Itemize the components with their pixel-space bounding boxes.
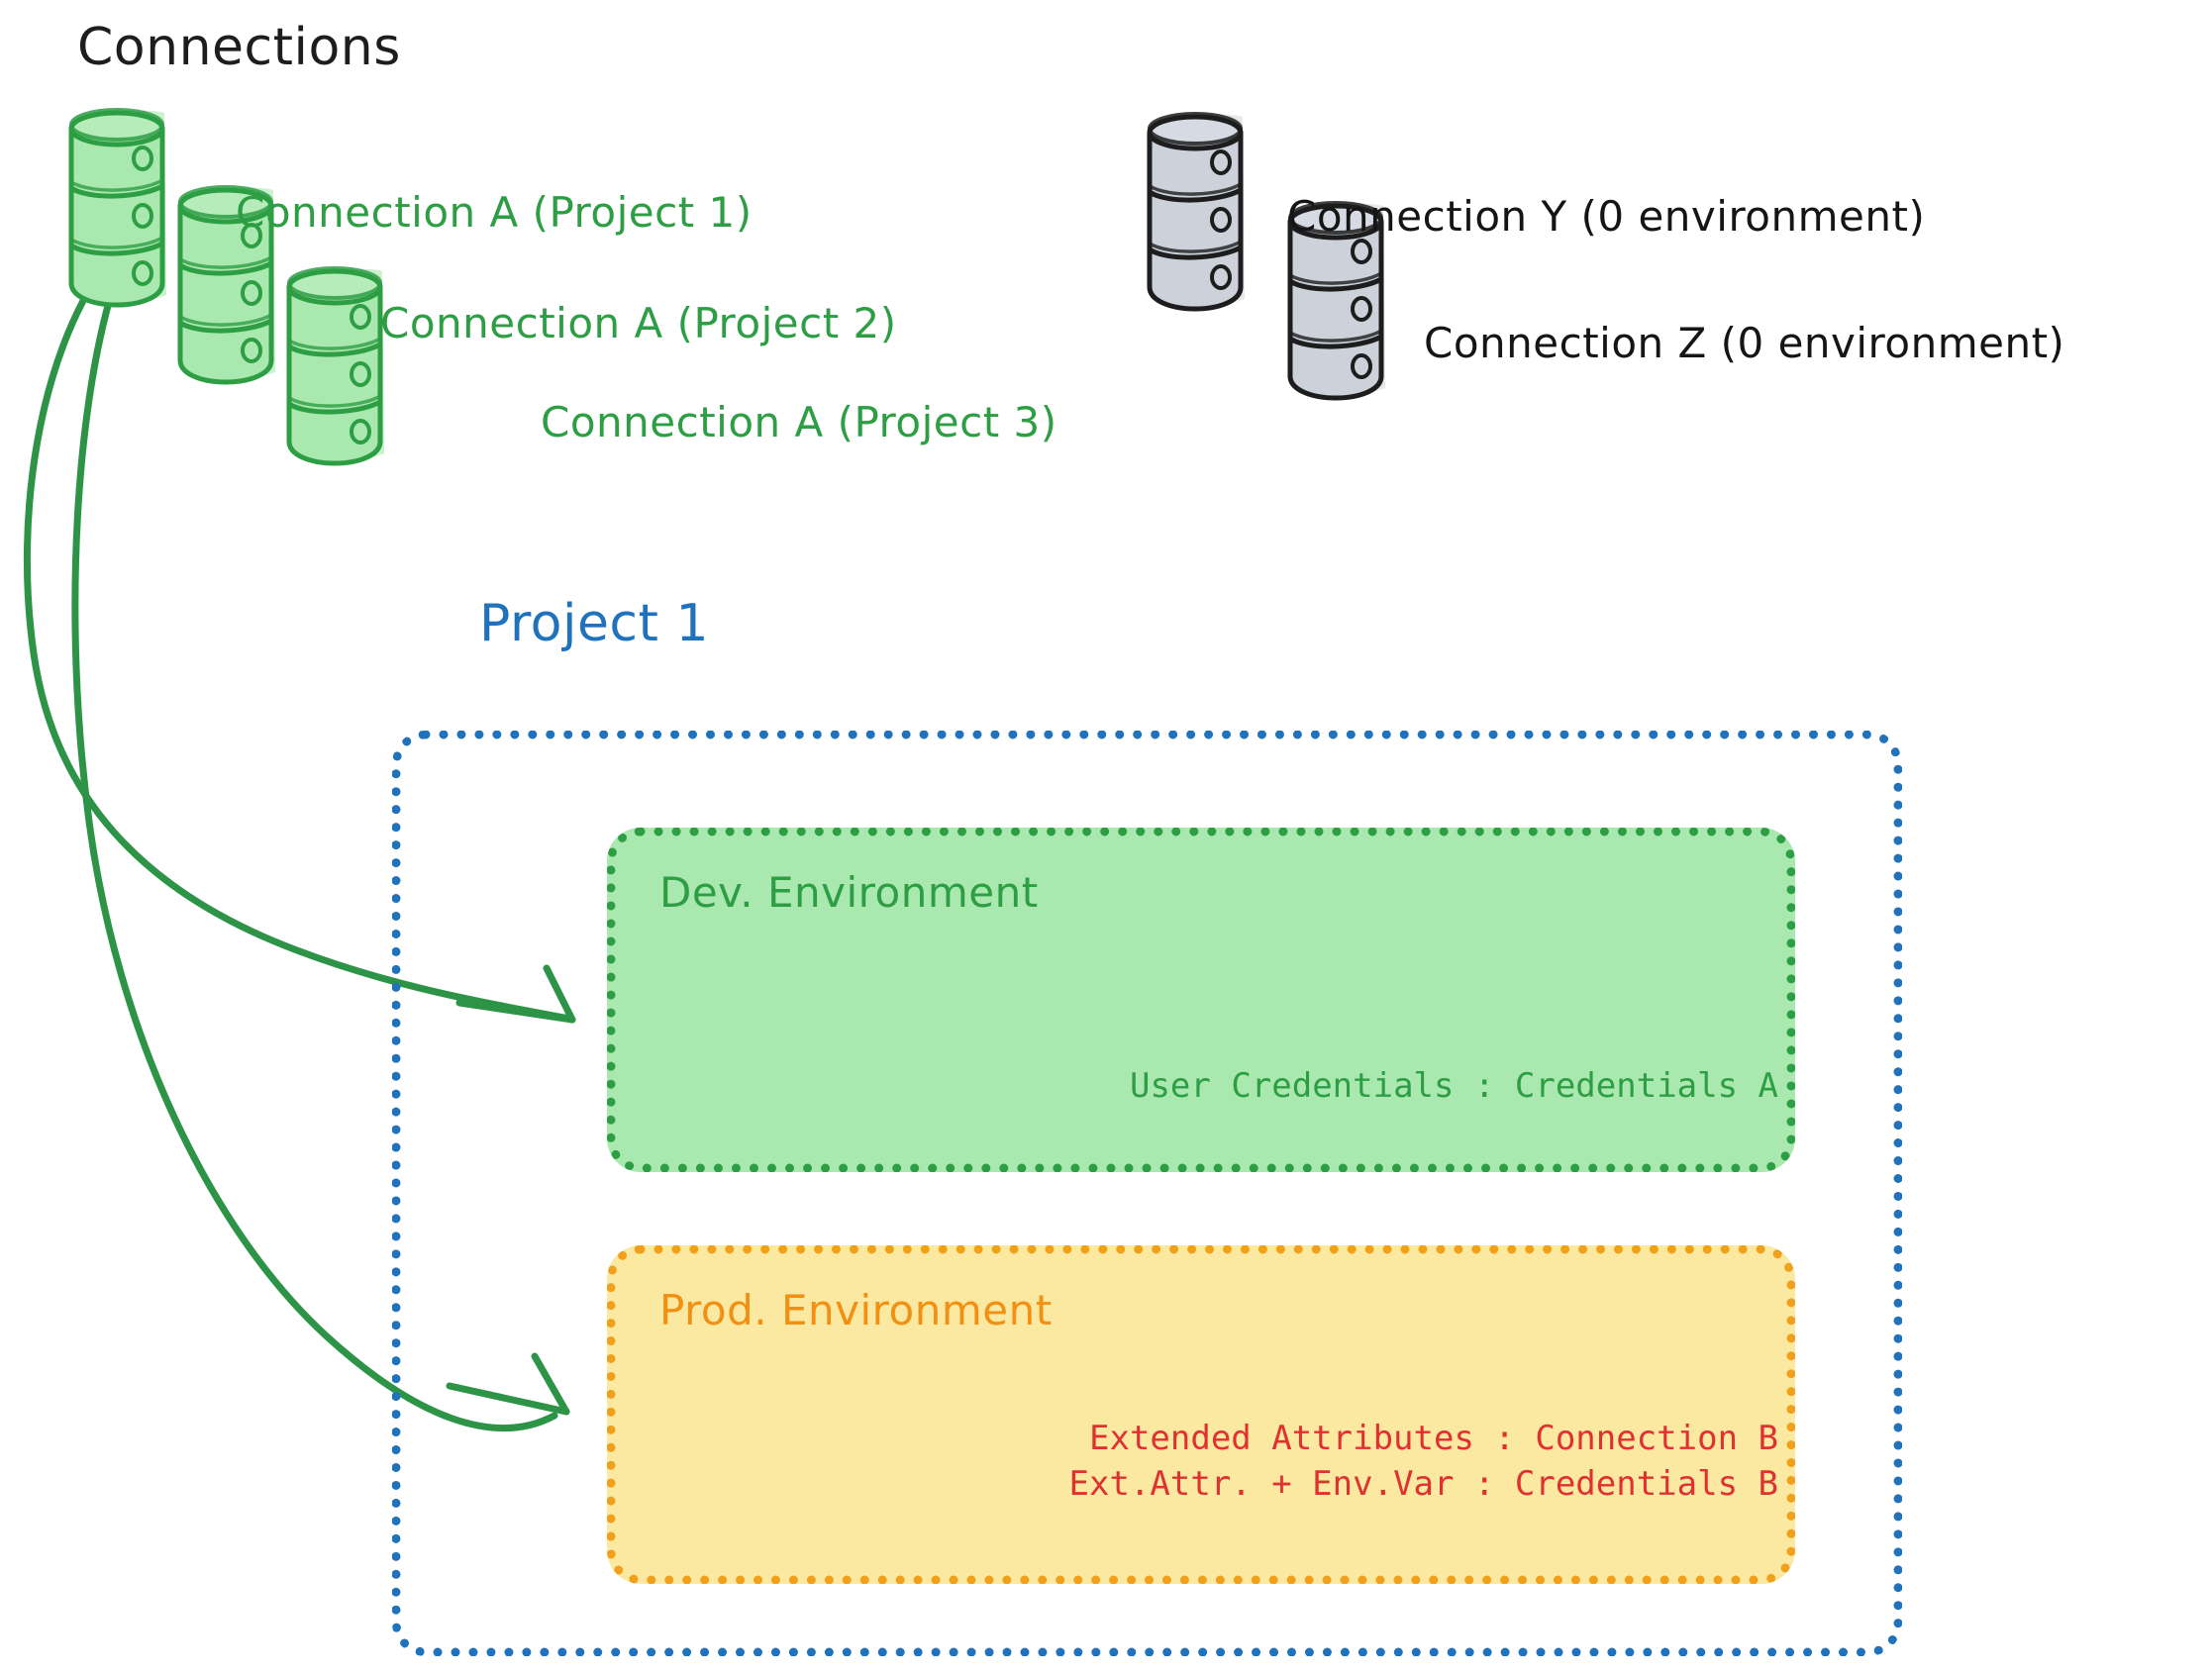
database-icon-connection-a-project-3 xyxy=(286,266,384,466)
project-title: Project 1 xyxy=(479,594,710,653)
dev-environment-box[interactable]: Dev. Environment User Credentials : Cred… xyxy=(607,828,1795,1172)
prod-environment-box[interactable]: Prod. Environment Extended Attributes : … xyxy=(607,1245,1795,1584)
prod-environment-title: Prod. Environment xyxy=(659,1286,1053,1334)
connection-label-y: Connection Y (0 environment) xyxy=(1287,192,1926,241)
prod-environment-row-0: Extended Attributes : Connection B xyxy=(1089,1419,1778,1458)
project-container xyxy=(392,731,1902,1656)
arrow-to-dev-environment xyxy=(23,261,576,1024)
database-icon-connection-z xyxy=(1287,201,1385,401)
connection-label-z: Connection Z (0 environment) xyxy=(1424,319,2065,367)
dev-environment-title: Dev. Environment xyxy=(659,868,1039,917)
dev-environment-row-0: User Credentials : Credentials A xyxy=(1129,1066,1778,1106)
connection-label-a-project-2: Connection A (Project 2) xyxy=(380,299,897,347)
connection-label-a-project-1: Connection A (Project 1) xyxy=(236,188,753,237)
database-icon-connection-a-project-1 xyxy=(68,108,166,308)
page-title: Connections xyxy=(77,18,401,77)
connection-label-a-project-3: Connection A (Project 3) xyxy=(541,398,1057,446)
prod-environment-row-1: Ext.Attr. + Env.Var : Credentials B xyxy=(1068,1464,1778,1504)
database-icon-connection-y xyxy=(1147,112,1245,312)
arrow-to-prod-environment xyxy=(71,275,570,1431)
database-icon-connection-a-project-2 xyxy=(177,185,275,385)
